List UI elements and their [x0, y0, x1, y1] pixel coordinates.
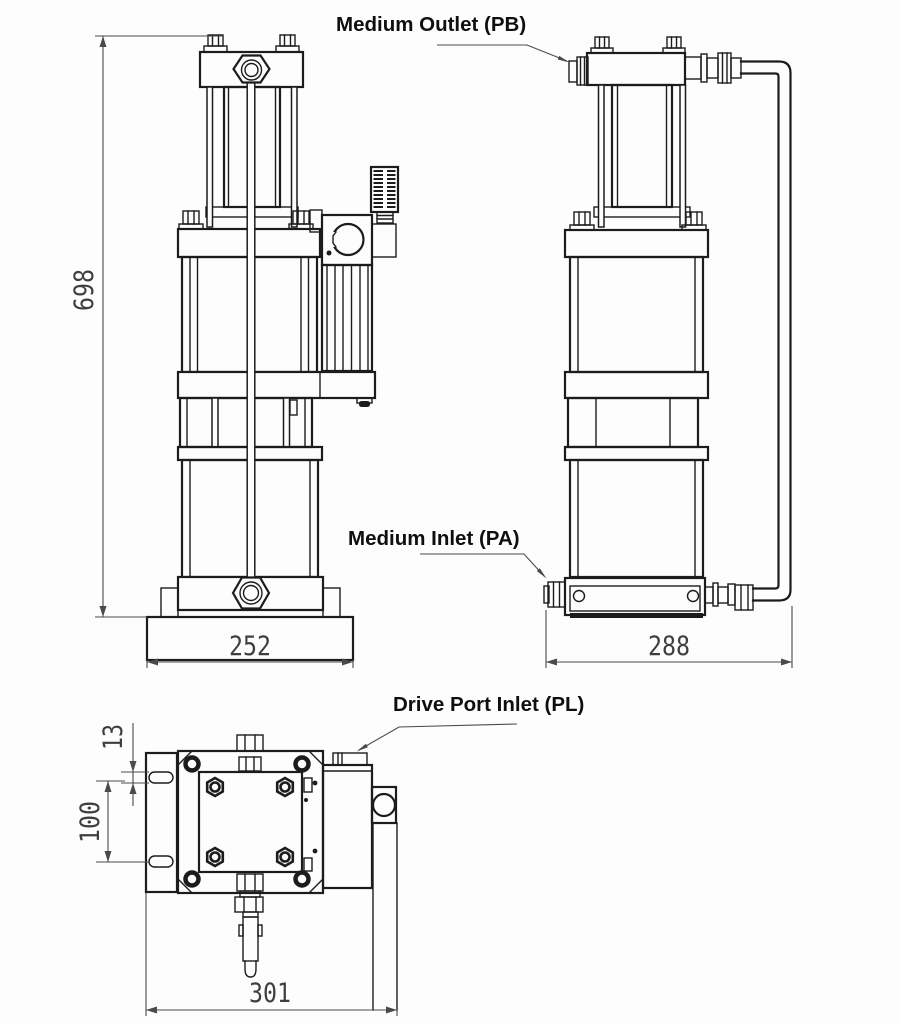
leader-arrow — [356, 743, 368, 752]
dim-slot-width: 13 — [98, 724, 129, 750]
callout-medium-inlet: Medium Inlet (PA) — [348, 527, 547, 579]
external-pipe — [739, 60, 792, 602]
top-view — [144, 734, 398, 1011]
valve-box-top — [321, 763, 374, 890]
inner-plate-bolts — [205, 776, 295, 868]
dimension-100: 100 — [75, 780, 149, 863]
muffler — [369, 165, 400, 224]
dimension-13: 13 — [98, 723, 149, 806]
piston-rod — [246, 81, 256, 584]
finned-body — [320, 263, 374, 373]
dim-side-width: 288 — [648, 631, 690, 662]
top-hex-nut — [232, 54, 271, 84]
inlet-manifold — [563, 576, 707, 618]
dimension-252: 252 — [146, 631, 354, 668]
mounting-slot — [148, 771, 174, 784]
base-plate — [145, 615, 355, 662]
dim-front-width: 252 — [229, 631, 271, 662]
air-control-valve — [309, 209, 397, 267]
mounting-slot — [148, 855, 174, 868]
drive-port-label: Drive Port Inlet (PL) — [393, 693, 584, 716]
inlet-port-pa — [543, 581, 566, 608]
side-view — [543, 36, 792, 618]
pipe-elbow-circle — [371, 792, 397, 818]
medium-inlet-label: Medium Inlet (PA) — [348, 527, 520, 550]
dim-overall-height: 698 — [69, 269, 100, 311]
outlet-pipe-fittings — [684, 52, 742, 84]
bottom-port-fitting — [234, 873, 264, 978]
dim-base-length: 301 — [249, 978, 291, 1009]
inlet-pipe-fittings — [704, 582, 754, 611]
dimension-301: 301 — [145, 893, 398, 1016]
dimension-698: 698 — [69, 35, 222, 618]
leader-arrow — [557, 55, 570, 63]
bottom-hex-nut — [231, 576, 271, 610]
callout-medium-outlet: Medium Outlet (PB) — [336, 13, 570, 63]
callout-drive-port: Drive Port Inlet (PL) — [356, 693, 584, 752]
dimension-288: 288 — [545, 606, 793, 668]
outlet-port-pb — [568, 56, 589, 86]
valve-indicator-dot — [326, 250, 332, 256]
leader-arrow — [536, 568, 547, 579]
front-view — [145, 34, 400, 662]
dim-slot-spacing: 100 — [75, 801, 106, 843]
drive-port-tab — [332, 752, 368, 766]
medium-outlet-label: Medium Outlet (PB) — [336, 13, 526, 36]
